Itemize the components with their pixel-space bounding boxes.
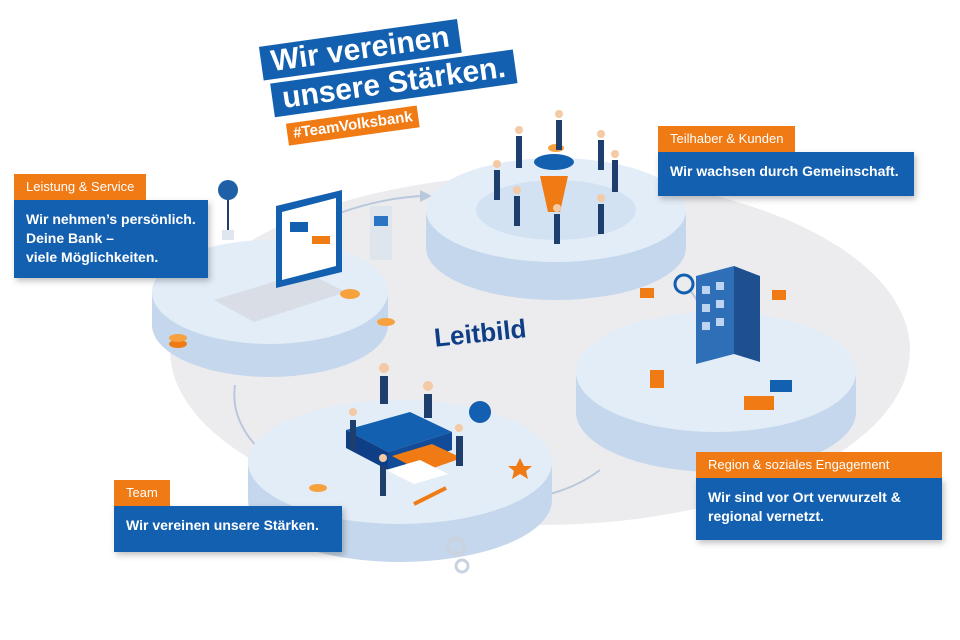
callout-region: Region & soziales Engagement Wir sind vo… [696,452,942,540]
callout-region-line-1: Wir sind vor Ort verwurzelt & [708,489,901,505]
atm-illustration [370,206,392,260]
callout-leistung-body: Wir nehmen’s persönlich. Deine Bank – vi… [14,200,208,278]
people-circle-illustration [493,110,619,244]
plant-illustration [218,180,238,240]
coins-left [169,289,395,348]
puzzle-team-illustration [309,363,532,506]
callout-team: Team Wir vereinen unsere Stärken. [114,480,342,552]
callout-team-body: Wir vereinen unsere Stärken. [114,506,342,552]
callout-region-line-2: regional vernetzt. [708,508,824,524]
callout-teilhaber-body: Wir wachsen durch Gemeinschaft. [658,152,914,196]
city-illustration [640,266,792,410]
callout-teilhaber: Teilhaber & Kunden Wir wachsen durch Gem… [658,126,914,196]
callout-leistung-label: Leistung & Service [14,174,147,200]
callout-leistung: Leistung & Service Wir nehmen’s persönli… [14,174,208,278]
gear-illustration [446,536,470,574]
callout-leistung-line-3: viele Möglichkeiten. [26,249,159,265]
callout-leistung-line-2: Deine Bank – [26,230,114,246]
callout-leistung-line-1: Wir nehmen’s persönlich. [26,211,196,227]
callout-region-body: Wir sind vor Ort verwurzelt & regional v… [696,478,942,540]
callout-teilhaber-line-1: Wir wachsen durch Gemeinschaft. [670,163,899,179]
callout-team-label: Team [114,480,170,506]
laptop-illustration [214,190,346,322]
callout-region-label: Region & soziales Engagement [696,452,942,478]
callout-teilhaber-label: Teilhaber & Kunden [658,126,796,152]
callout-team-line-1: Wir vereinen unsere Stärken. [126,517,319,533]
